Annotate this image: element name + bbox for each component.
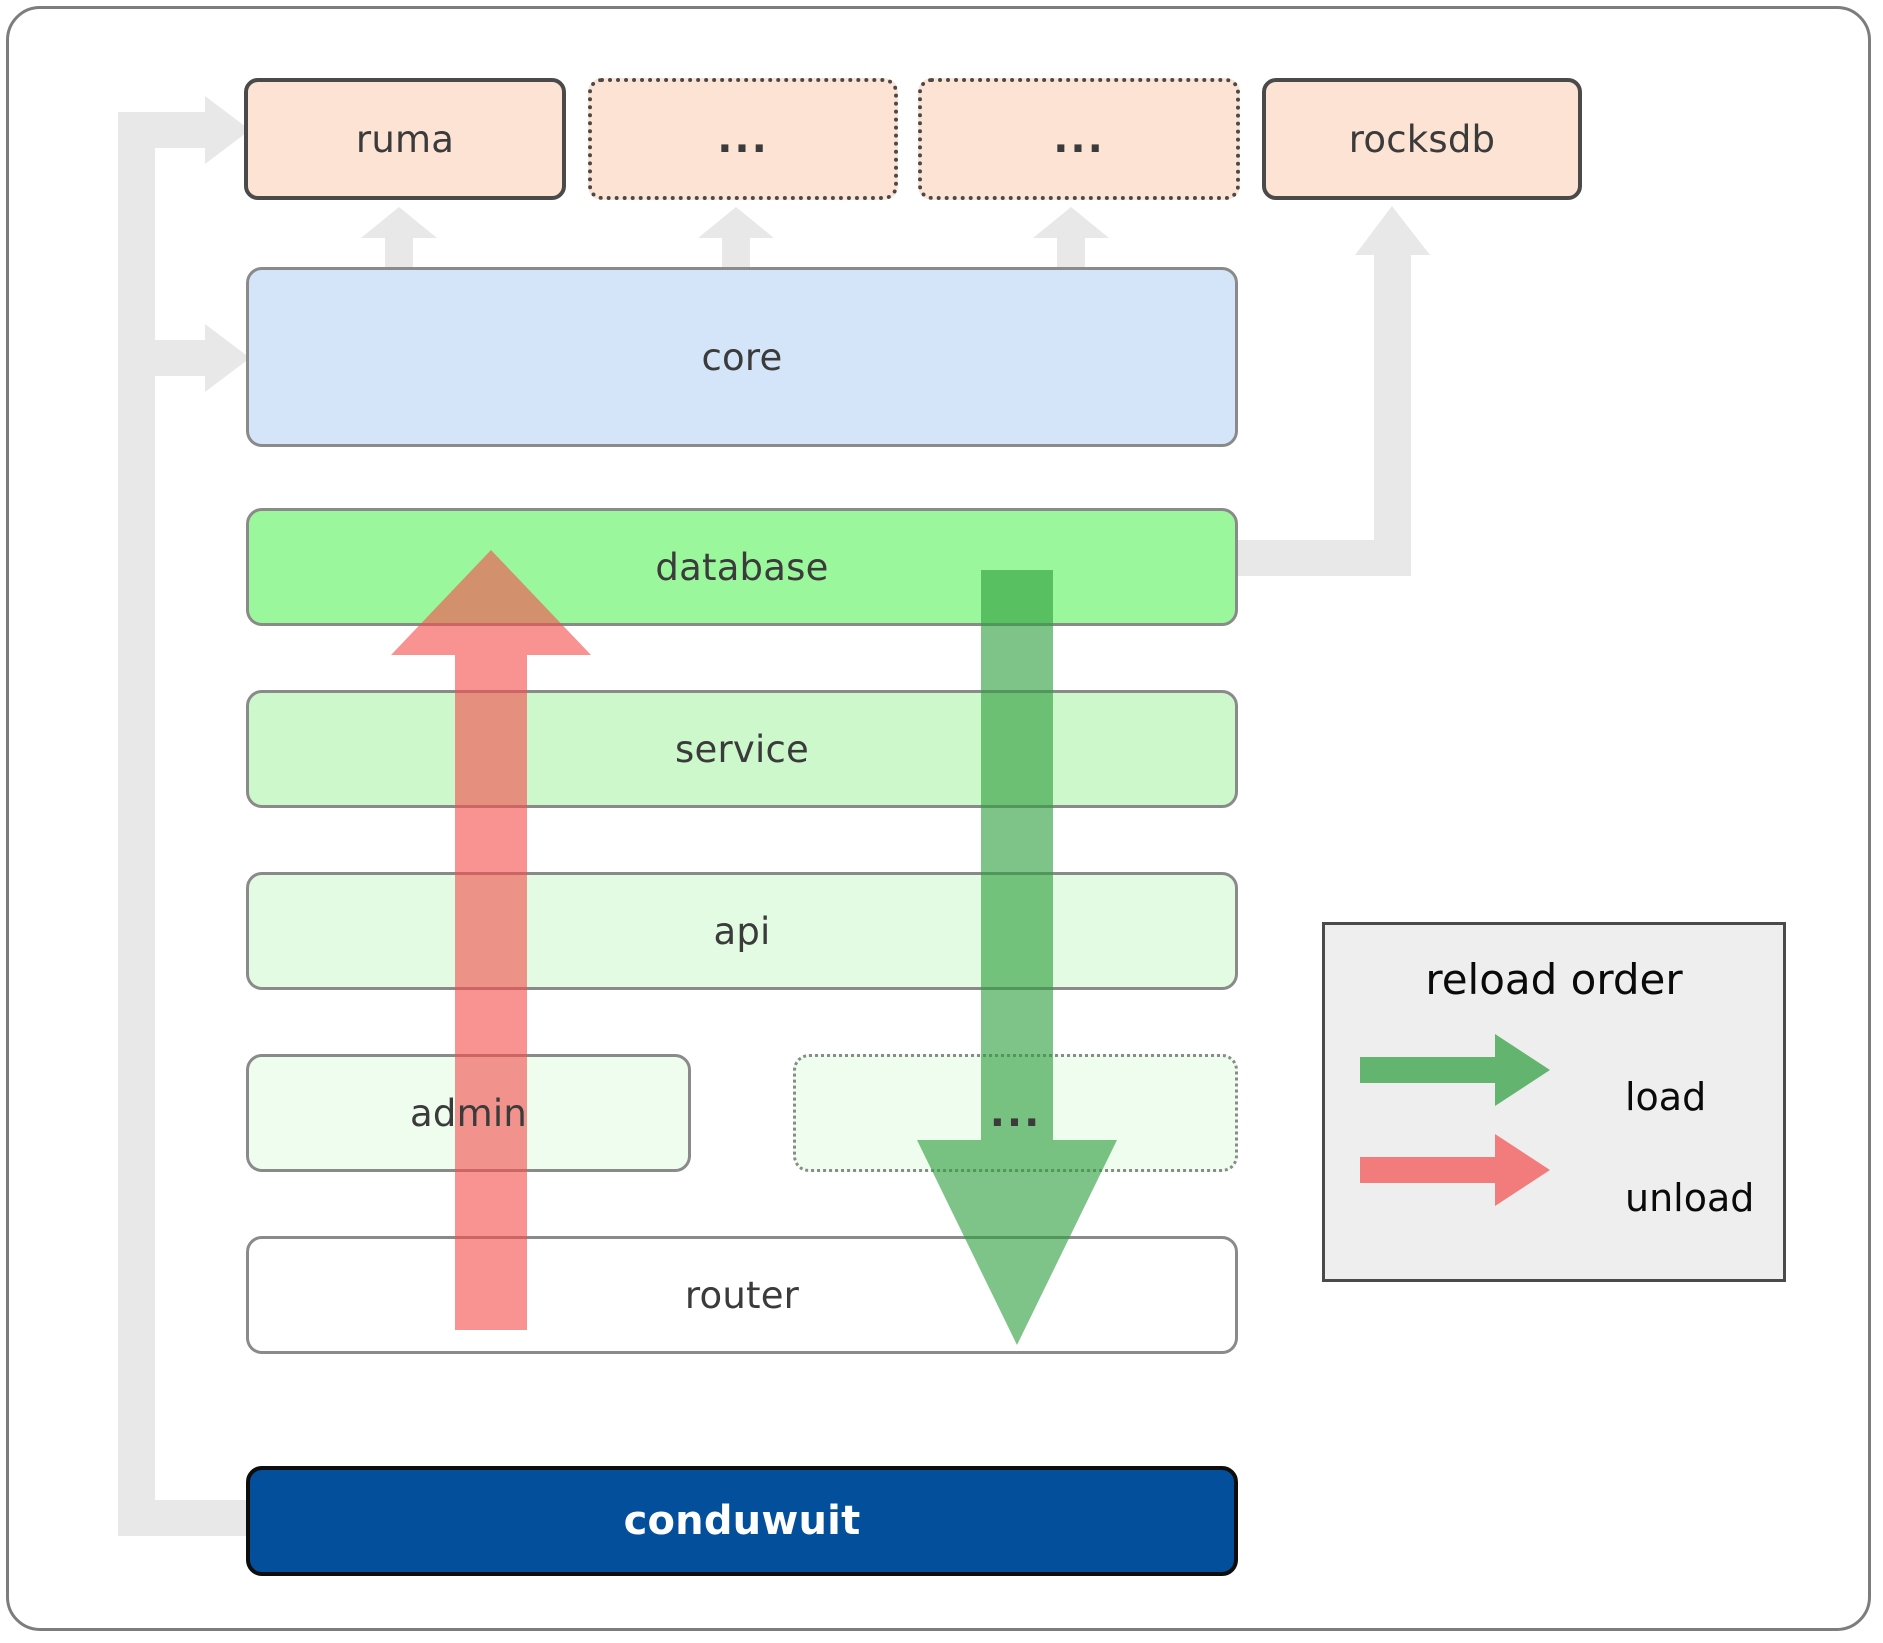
legend-title: reload order <box>1425 955 1683 1004</box>
layer-box-api[interactable] <box>246 872 1238 990</box>
layer-box-database[interactable] <box>246 508 1238 626</box>
unload-arrow-large <box>391 550 591 1330</box>
crate-box-ruma[interactable]: ruma <box>244 78 566 200</box>
layer-label: database <box>655 545 829 589</box>
layer-label: router <box>684 1273 800 1317</box>
layer-label-ellipsis-wrap: ... <box>793 1054 1238 1172</box>
crate-box-rocksdb[interactable]: rocksdb <box>1262 78 1582 200</box>
crate-label: rocksdb <box>1348 117 1496 161</box>
load-arrow-large <box>917 570 1117 1345</box>
layer-label-admin-wrap: admin <box>246 1054 691 1172</box>
layer-label-router-wrap: router <box>246 1236 1238 1354</box>
legend-panel: reload order load unload <box>1322 922 1786 1282</box>
legend-label-load: load <box>1625 1075 1707 1119</box>
layer-label: admin <box>410 1091 527 1135</box>
layer-label: service <box>675 727 809 771</box>
app-box-conduwuit[interactable]: conduwuit <box>246 1466 1238 1576</box>
core-box[interactable]: core <box>246 267 1238 447</box>
legend-label-unload: unload <box>1625 1176 1755 1220</box>
core-label: core <box>701 335 783 379</box>
layer-label-service-wrap: service <box>246 690 1238 808</box>
crate-label: ruma <box>355 117 455 161</box>
layer-box-router[interactable] <box>246 1236 1238 1354</box>
legend-arrow-icons <box>1360 1034 1550 1206</box>
unload-arrow-icon <box>1360 1134 1550 1206</box>
crate-box-ellipsis-1[interactable]: ... <box>588 78 898 200</box>
layer-label-api-wrap: api <box>246 872 1238 990</box>
app-label: conduwuit <box>623 1498 861 1544</box>
layer-label: api <box>713 909 771 953</box>
layer-label-database-wrap: database <box>246 508 1238 626</box>
crate-box-ellipsis-2[interactable]: ... <box>918 78 1240 200</box>
load-arrow-icon <box>1360 1034 1550 1106</box>
layer-box-service[interactable] <box>246 690 1238 808</box>
layer-label: ... <box>989 1090 1042 1136</box>
